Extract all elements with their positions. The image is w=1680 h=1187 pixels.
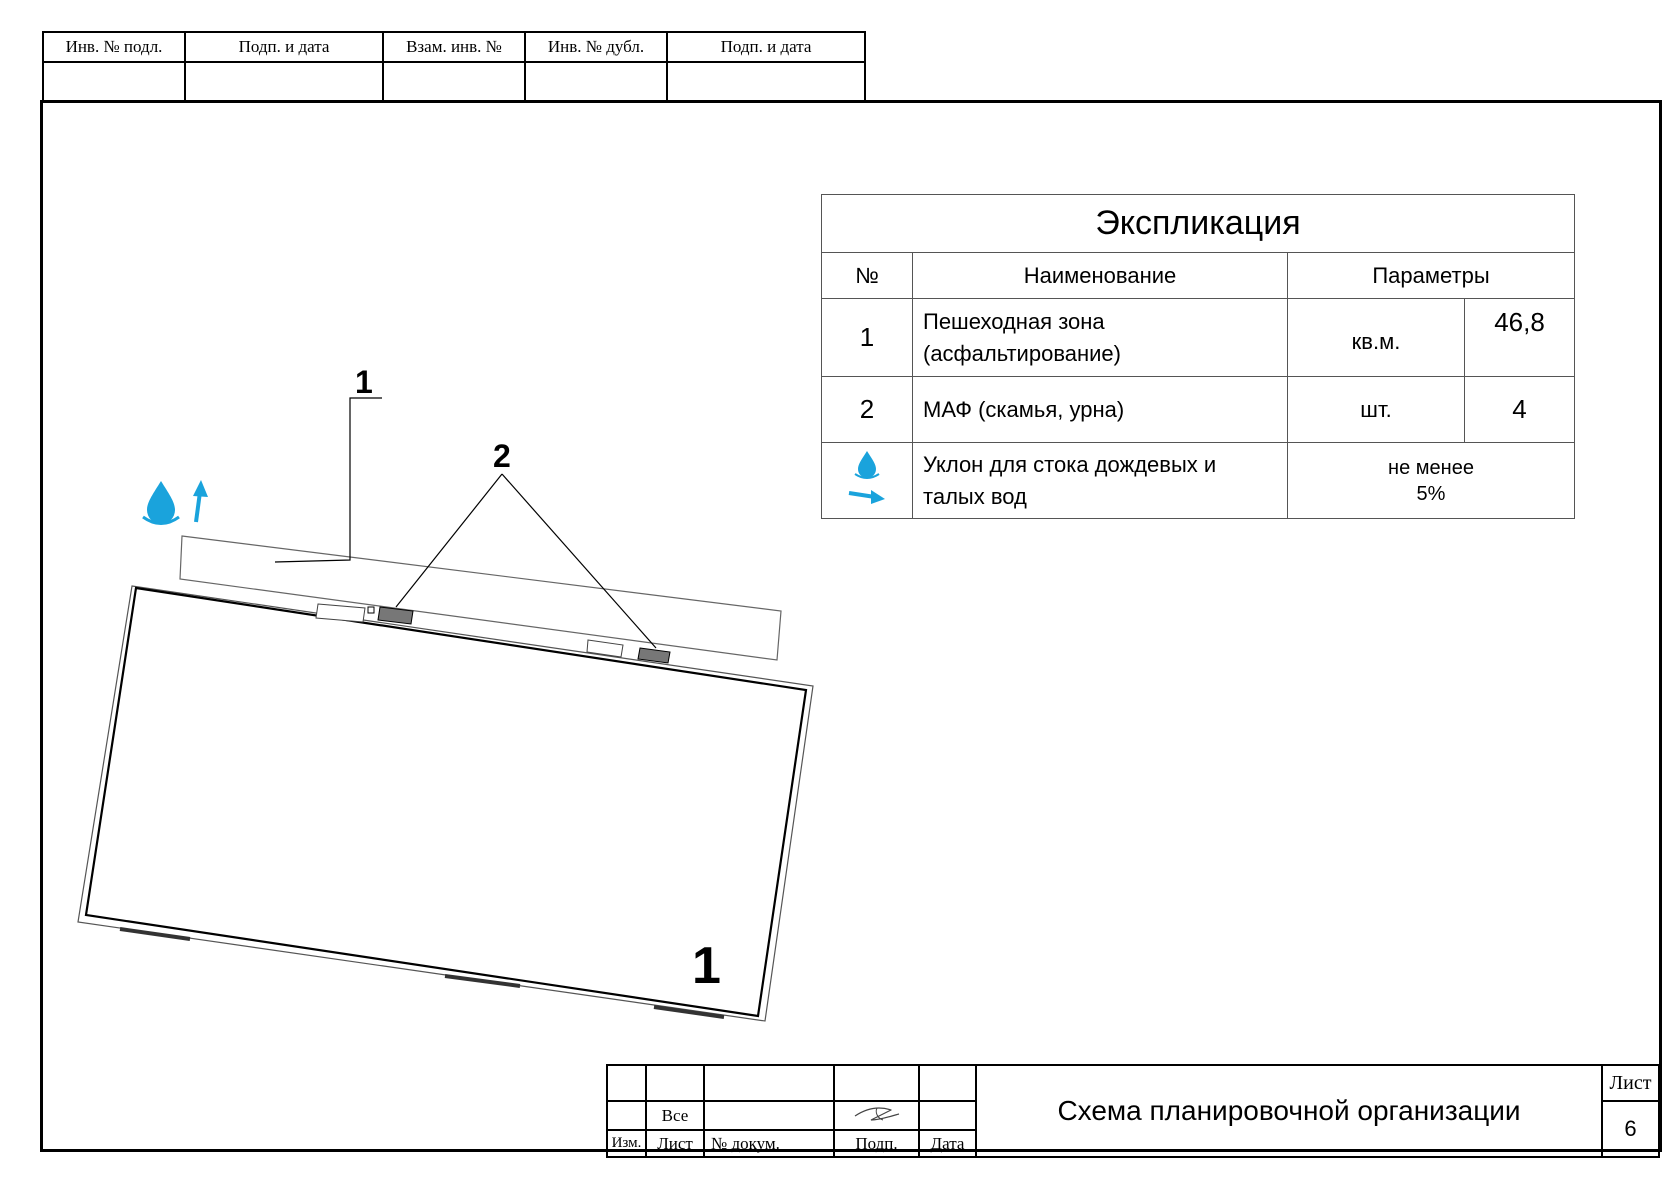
stamp-header-inv-podl: Инв. № подл. <box>42 31 186 63</box>
water-drop-icon <box>854 450 880 479</box>
slope-legend-icons <box>821 442 913 519</box>
arrow-right-icon <box>848 489 885 504</box>
slope-icons-svg <box>848 450 885 504</box>
stamp-header-podp-data-2: Подп. и дата <box>666 31 866 63</box>
row-name-line: (асфальтирование) <box>923 340 1121 366</box>
stamp-cell <box>42 61 186 103</box>
row-name-line: Пешеходная зона <box>923 308 1105 334</box>
tb-list: Лист <box>645 1129 705 1158</box>
row-no: 1 <box>821 298 913 377</box>
signature-mark <box>854 1107 899 1121</box>
building-outline-inner <box>84 586 808 1018</box>
explication-title: Экспликация <box>821 194 1575 253</box>
table-row: Уклон для стока дождевых и талых вод не … <box>821 442 1575 519</box>
title-block: Схема планировочной организации Лист Все… <box>606 1064 1660 1158</box>
tb-cell <box>606 1100 647 1131</box>
tb-izm: Изм. <box>606 1129 647 1158</box>
row-name: МАФ (скамья, урна) <box>912 376 1288 443</box>
top-stamp-table: Инв. № подл. Подп. и дата Взам. инв. № И… <box>42 31 866 103</box>
tb-data: Дата <box>918 1129 977 1158</box>
callout-2-leader-b <box>501 473 657 649</box>
stamp-cell <box>524 61 668 103</box>
pedestrian-zone-strip <box>179 535 782 661</box>
building-number-label: 1 <box>692 937 721 995</box>
drawing-title: Схема планировочной организации <box>975 1064 1603 1158</box>
row-unit: кв.м. <box>1287 298 1465 377</box>
tb-cell <box>703 1064 835 1102</box>
explication-table: Экспликация № Наименование Параметры 1 П… <box>821 194 1575 519</box>
building-edge-mark <box>444 974 521 988</box>
col-header-name: Наименование <box>912 252 1288 299</box>
arrow-up-icon <box>193 480 208 523</box>
building-edge-mark <box>653 1005 725 1019</box>
row-param-line: не менее <box>1388 456 1474 479</box>
row-unit: шт. <box>1287 376 1465 443</box>
row-name-line: Уклон для стока дождевых и <box>923 451 1217 477</box>
row-value: 4 <box>1464 376 1575 443</box>
building-edge-mark <box>119 927 191 941</box>
callout-1-label: 1 <box>355 364 373 400</box>
tb-cell <box>918 1064 977 1102</box>
callout-1-leader <box>274 397 382 563</box>
stamp-header-podp-data-1: Подп. и дата <box>184 31 384 63</box>
tb-vse: Все <box>645 1100 705 1131</box>
tb-podp: Подп. <box>833 1129 920 1158</box>
row-name: Пешеходная зона (асфальтирование) <box>912 298 1288 377</box>
water-drop-icon <box>142 481 180 525</box>
maf-bench-1 <box>377 606 414 625</box>
tb-cell <box>606 1064 647 1102</box>
entrance-block <box>586 639 624 658</box>
row-value: 46,8 <box>1464 298 1575 377</box>
tb-cell <box>645 1064 705 1102</box>
tb-dokum: № докум. <box>703 1129 835 1158</box>
tb-cell <box>703 1100 835 1131</box>
row-name: Уклон для стока дождевых и талых вод <box>912 442 1288 519</box>
signature-cell <box>833 1100 920 1131</box>
entrance-block <box>315 603 366 623</box>
col-header-params: Параметры <box>1287 252 1575 299</box>
row-no: 2 <box>821 376 913 443</box>
callout-2-leader-a <box>395 473 503 608</box>
row-name-line: талых вод <box>923 483 1027 509</box>
small-marker <box>367 606 375 614</box>
col-header-no: № <box>821 252 913 299</box>
maf-bench-2 <box>637 647 671 664</box>
stamp-header-vzam-inv: Взам. инв. № <box>382 31 526 63</box>
tb-cell <box>918 1100 977 1131</box>
stamp-header-inv-dubl: Инв. № дубл. <box>524 31 668 63</box>
stamp-cell <box>184 61 384 103</box>
row-param-line: 5% <box>1416 482 1446 505</box>
sheet-number: 6 <box>1601 1100 1660 1158</box>
callout-2-label: 2 <box>493 438 511 474</box>
sheet-label: Лист <box>1601 1064 1660 1102</box>
tb-cell <box>833 1064 920 1102</box>
table-row: 1 Пешеходная зона (асфальтирование) кв.м… <box>821 298 1575 377</box>
table-row: 2 МАФ (скамья, урна) шт. 4 <box>821 376 1575 443</box>
row-param: не менее 5% <box>1287 442 1575 519</box>
